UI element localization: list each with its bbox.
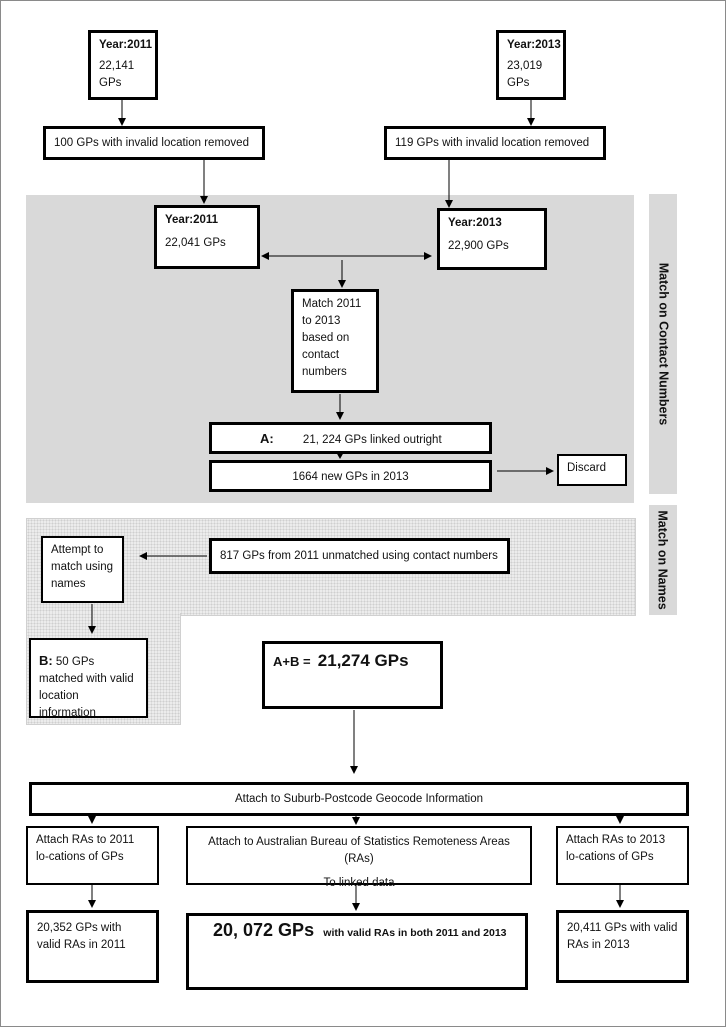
valid-both-text: with valid RAs in both 2011 and 2013 bbox=[323, 927, 507, 939]
new-gps-text: 1664 new GPs in 2013 bbox=[292, 471, 409, 483]
year-2013-initial-count: 23,019 GPs bbox=[507, 60, 543, 89]
attach-abs-box: Attach to Australian Bureau of Statistic… bbox=[186, 826, 532, 889]
removed-2011-box: 100 GPs with invalid location removed bbox=[43, 126, 265, 160]
side-label-contact: Match on Contact Numbers bbox=[649, 194, 677, 494]
discard-text: Discard bbox=[567, 462, 606, 474]
matched-names-label: B: bbox=[39, 653, 53, 668]
matched-names-text: 50 GPs matched with valid location infor… bbox=[39, 656, 134, 719]
valid-2011-text: 20,352 GPs with valid RAs in 2011 bbox=[37, 922, 126, 951]
valid-both-box: 20, 072 GPs with valid RAs in both 2011 … bbox=[186, 913, 528, 990]
year-2013-initial-box: Year:2013 23,019 GPs bbox=[496, 30, 566, 100]
unmatched-text: 817 GPs from 2011 unmatched using contac… bbox=[220, 550, 498, 562]
year-2013-valid-count: 22,900 GPs bbox=[448, 240, 509, 252]
attach-abs-subtext: To linked data bbox=[323, 877, 395, 889]
total-label: A+B = bbox=[273, 654, 311, 669]
valid-2011-box: 20,352 GPs with valid RAs in 2011 bbox=[26, 910, 159, 983]
attempt-names-box: Attempt to match using names bbox=[41, 536, 124, 603]
year-2011-initial-count: 22,141 GPs bbox=[99, 60, 135, 89]
valid-2013-text: 20,411 GPs with valid RAs in 2013 bbox=[567, 922, 678, 951]
total-box: A+B = 21,274 GPs bbox=[262, 641, 443, 709]
attach-geocode-text: Attach to Suburb-Postcode Geocode Inform… bbox=[234, 793, 484, 805]
total-value: 21,274 GPs bbox=[317, 651, 409, 670]
attach-abs-text: Attach to Australian Bureau of Statistic… bbox=[208, 836, 510, 865]
year-2011-valid-label: Year:2011 bbox=[165, 214, 219, 226]
attach-2011-text: Attach RAs to 2011 lo-cations of GPs bbox=[36, 834, 135, 863]
attempt-names-text: Attempt to match using names bbox=[51, 544, 114, 590]
matched-names-box: B: 50 GPs matched with valid location in… bbox=[29, 638, 148, 719]
attach-2013-box: Attach RAs to 2013 lo-cations of GPs bbox=[556, 826, 689, 885]
year-2011-initial-label: Year:2011 bbox=[99, 39, 153, 51]
match-contact-box: Match 2011 to 2013 based on contact numb… bbox=[291, 289, 379, 393]
unmatched-box: 817 GPs from 2011 unmatched using contac… bbox=[209, 538, 510, 574]
linked-outright-box: A: 21, 224 GPs linked outright bbox=[209, 422, 492, 454]
attach-2013-text: Attach RAs to 2013 lo-cations of GPs bbox=[566, 834, 666, 863]
attach-2011-box: Attach RAs to 2011 lo-cations of GPs bbox=[26, 826, 159, 885]
year-2013-valid-box: Year:2013 22,900 GPs bbox=[437, 208, 547, 270]
attach-geocode-box: Attach to Suburb-Postcode Geocode Inform… bbox=[29, 782, 689, 816]
year-2011-initial-box: Year:2011 22,141 GPs bbox=[88, 30, 158, 100]
year-2011-valid-count: 22,041 GPs bbox=[165, 237, 226, 249]
discard-box: Discard bbox=[557, 454, 627, 486]
new-gps-box: 1664 new GPs in 2013 bbox=[209, 460, 492, 492]
side-label-names: Match on Names bbox=[649, 505, 677, 615]
valid-both-value: 20, 072 GPs bbox=[213, 920, 315, 940]
year-2013-initial-label: Year:2013 bbox=[507, 39, 561, 51]
match-contact-text: Match 2011 to 2013 based on contact numb… bbox=[302, 298, 362, 378]
removed-2013-box: 119 GPs with invalid location removed bbox=[384, 126, 606, 160]
year-2011-valid-box: Year:2011 22,041 GPs bbox=[154, 205, 260, 269]
linked-outright-label: A: bbox=[260, 431, 274, 446]
linked-outright-text: 21, 224 GPs linked outright bbox=[302, 434, 442, 446]
removed-2013-text: 119 GPs with invalid location removed bbox=[395, 137, 590, 149]
year-2013-valid-label: Year:2013 bbox=[448, 217, 502, 229]
removed-2011-text: 100 GPs with invalid location removed bbox=[54, 137, 249, 149]
valid-2013-box: 20,411 GPs with valid RAs in 2013 bbox=[556, 910, 689, 983]
